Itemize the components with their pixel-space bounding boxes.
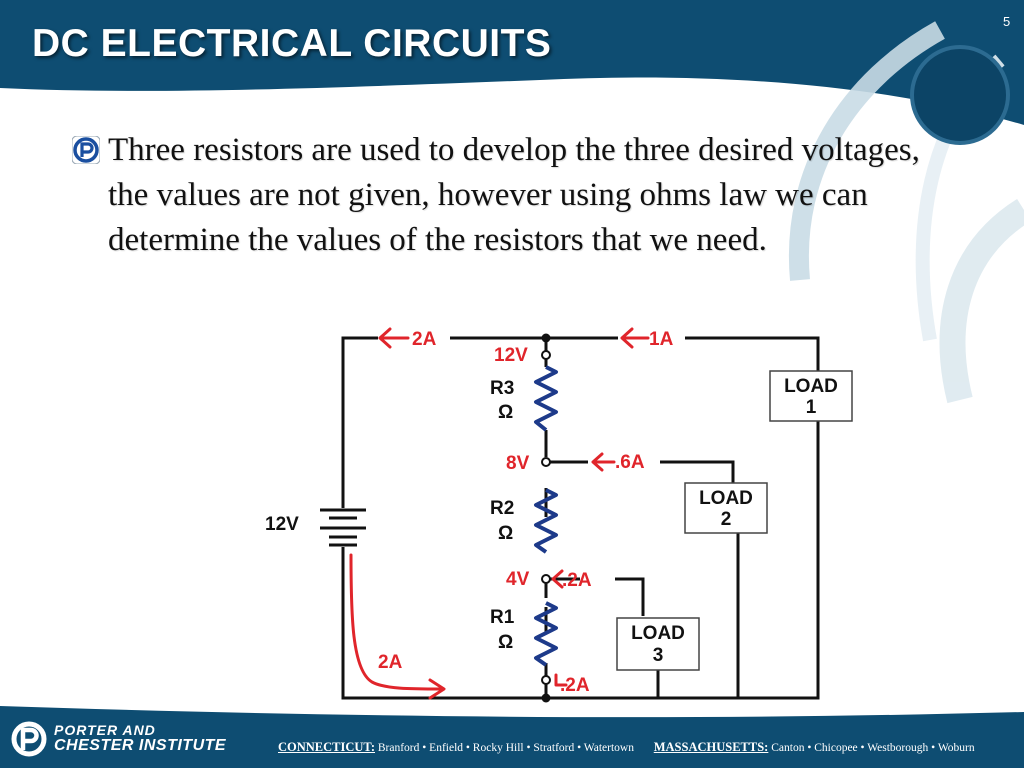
- node-4v-label: 4V: [506, 569, 530, 590]
- arrow-bottom-l: [554, 673, 568, 687]
- resistor-r2: [534, 488, 558, 554]
- current-arrows: [349, 327, 650, 700]
- header-band: [0, 0, 1024, 125]
- junction-top: [541, 333, 551, 343]
- slide-title: DC ELECTRICAL CIRCUITS: [32, 22, 552, 65]
- junction-4v: [541, 574, 551, 584]
- r1-unit: Ω: [498, 632, 513, 653]
- source-current-label: 2A: [378, 652, 403, 673]
- ma-label: MASSACHUSETTS:: [653, 740, 769, 754]
- slide-number: 5: [1003, 14, 1011, 29]
- arrow-source-head: [428, 678, 446, 700]
- bottom-current-label: .2A: [560, 675, 590, 696]
- arrow-02a-branch: [551, 569, 564, 589]
- bullet-text: Three resistors are used to develop the …: [108, 132, 920, 258]
- top-right-current-label: 1A: [649, 329, 674, 350]
- svg-text:LOAD: LOAD: [699, 488, 753, 509]
- load-2: LOAD 2: [684, 482, 768, 534]
- brand-line-2: CHESTER INSTITUTE: [54, 737, 227, 754]
- resistor-r3: [534, 365, 558, 432]
- source-label: 12V: [265, 514, 299, 535]
- branch-4v-current-label: .2A: [562, 570, 592, 591]
- r2-label: R2: [490, 498, 514, 519]
- svg-text:3: 3: [653, 645, 664, 666]
- arrow-source-flow: [349, 553, 444, 691]
- ct-label: CONNECTICUT:: [278, 740, 375, 754]
- brand-line-1: PORTER AND: [54, 722, 156, 738]
- r1-label: R1: [490, 607, 515, 628]
- load-3: LOAD 3: [616, 617, 700, 671]
- top-left-current-label: 2A: [412, 329, 437, 350]
- ct-locations: Branford • Enfield • Rocky Hill • Stratf…: [377, 742, 634, 754]
- resistor-r1: [534, 601, 558, 667]
- footer-locations: CONNECTICUT: Branford • Enfield • Rocky …: [278, 740, 975, 755]
- circuit-diagram: LOAD 1 LOAD 2 LOAD 3 12V 2A 2A 1A 12V 8V…: [265, 327, 853, 703]
- arrow-1a-top: [620, 327, 650, 349]
- node-12v-label: 12V: [494, 345, 528, 366]
- resistors: [534, 365, 558, 667]
- arrow-2a-top: [378, 327, 410, 349]
- porter-chester-logo-icon: [11, 721, 47, 757]
- junction-bottom: [541, 693, 551, 703]
- ma-locations: Canton • Chicopee • Westborough • Woburn: [771, 742, 975, 754]
- battery-12v: [320, 508, 366, 547]
- junction-12v: [541, 350, 551, 360]
- arrow-06a: [591, 452, 616, 472]
- svg-text:LOAD: LOAD: [631, 623, 685, 644]
- junction-dots: [541, 333, 551, 703]
- load-1: LOAD 1: [769, 370, 853, 422]
- r3-label: R3: [490, 378, 514, 399]
- porter-chester-logo-icon: [72, 136, 100, 164]
- footer-brand: PORTER AND CHESTER INSTITUTE: [54, 722, 226, 754]
- svg-text:LOAD: LOAD: [784, 376, 838, 397]
- svg-text:2: 2: [721, 509, 732, 530]
- swoosh-circle: [910, 45, 1010, 145]
- r2-unit: Ω: [498, 523, 513, 544]
- junction-bottom-open: [541, 675, 551, 685]
- r3-unit: Ω: [498, 402, 513, 423]
- branch-8v-current-label: .6A: [615, 452, 645, 473]
- junction-8v: [541, 457, 551, 467]
- svg-text:1: 1: [806, 397, 817, 418]
- footer-band: [0, 706, 1024, 768]
- node-8v-label: 8V: [506, 453, 530, 474]
